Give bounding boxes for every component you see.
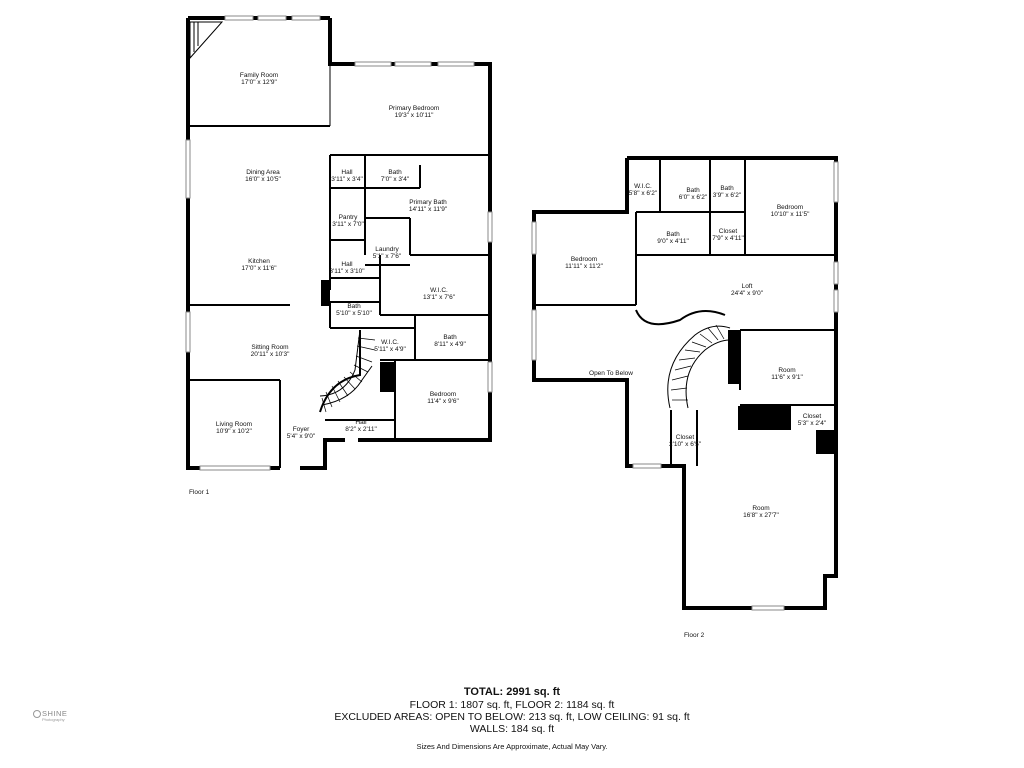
room-label: W.I.C. <box>634 183 652 190</box>
room-label: Closet <box>719 228 738 235</box>
total-area: TOTAL: 2991 sq. ft <box>463 686 561 698</box>
excluded-areas: EXCLUDED AREAS: OPEN TO BELOW: 213 sq. f… <box>334 711 690 723</box>
room-label: Living Room <box>216 421 252 428</box>
floor-1-windows <box>185 15 493 471</box>
room-label: Bedroom <box>571 256 597 263</box>
floor-1-curved-staircase <box>319 329 376 413</box>
room-dims: 10'9" x 10'2" <box>216 428 252 435</box>
room-dims: 7'9" x 4'11" <box>712 235 744 242</box>
room-label: Closet <box>676 434 695 441</box>
floor-1-room-labels: Family Room 17'0" x 12'9" Primary Bedroo… <box>216 72 467 440</box>
room-dims: 8'2" x 2'11" <box>345 426 377 433</box>
room-dims: 11'11" x 11'2" <box>565 263 604 270</box>
room-dims: 24'4" x 9'0" <box>731 290 764 297</box>
room-label: Bedroom <box>777 204 803 211</box>
room-label: Laundry <box>375 246 399 253</box>
room-dims: 3'9" x 6'2" <box>713 192 742 199</box>
room-dims: 7'0" x 3'4" <box>381 176 410 183</box>
room-dims: 11'4" x 9'6" <box>427 398 459 405</box>
walls-area: WALLS: 184 sq. ft <box>469 723 555 735</box>
room-label: Kitchen <box>248 258 270 265</box>
room-label: Foyer <box>293 426 310 433</box>
room-label: Primary Bath <box>409 199 447 206</box>
room-label: Bath <box>666 231 680 238</box>
room-dims: 2'10" x 6'5" <box>669 441 702 448</box>
floor-2-label: Floor 2 <box>684 632 705 639</box>
room-label: Bath <box>388 169 402 176</box>
room-dims: 6'0" x 6'2" <box>679 194 708 201</box>
room-dims: 16'8" x 27'7" <box>743 512 779 519</box>
room-label: Sitting Room <box>251 344 288 351</box>
room-label: Family Room <box>240 72 278 79</box>
room-dims: 8'11" x 4'9" <box>434 341 466 348</box>
room-label: Loft <box>742 283 753 290</box>
room-label: Bath <box>443 334 457 341</box>
room-dims: 20'11" x 10'3" <box>251 351 290 358</box>
room-dims: 5'3" x 2'4" <box>798 420 827 427</box>
room-label: W.I.C. <box>430 287 448 294</box>
room-dims: 17'0" x 11'6" <box>241 265 277 272</box>
room-dims: 5'8" x 6'2" <box>629 190 658 197</box>
room-dims: 9'0" x 4'11" <box>657 238 689 245</box>
room-label: W.I.C. <box>381 339 399 346</box>
room-label: Primary Bedroom <box>389 105 440 112</box>
family-room-corner-bay <box>189 21 224 60</box>
floor-2-curved-staircase <box>635 309 731 409</box>
room-dims: 14'11" x 11'9" <box>409 206 448 213</box>
room-label: Bath <box>720 185 734 192</box>
floor-1-label: Floor 1 <box>189 489 210 496</box>
room-label: Hall <box>341 169 353 176</box>
room-label: Dining Area <box>246 169 280 176</box>
room-dims: 5'4" x 9'0" <box>287 433 316 440</box>
logo-tagline: Photography <box>42 717 65 722</box>
room-dims: 13'1" x 7'6" <box>423 294 456 301</box>
floor-2-windows <box>531 161 839 611</box>
room-label: Room <box>752 505 769 512</box>
disclaimer: Sizes And Dimensions Are Approximate, Ac… <box>416 742 608 751</box>
shine-logo: SHINE Photography <box>33 708 83 724</box>
room-dims: 11'6" x 9'1" <box>771 374 803 381</box>
floor-areas: FLOOR 1: 1807 sq. ft, FLOOR 2: 1184 sq. … <box>409 699 615 711</box>
floor-2-stair-opening-block <box>738 406 790 430</box>
room-dims: 10'10" x 11'5" <box>771 211 810 218</box>
floor-2-exterior-walls <box>532 156 838 610</box>
floor-2-chimney-block <box>816 430 836 454</box>
room-label: Hall <box>341 261 353 268</box>
room-label: Pantry <box>339 214 359 221</box>
room-dims: 3'11" x 3'4" <box>331 176 363 183</box>
room-label: Bedroom <box>430 391 456 398</box>
room-dims: 3'11" x 3'10" <box>329 268 365 275</box>
room-dims: 16'0" x 10'5" <box>245 176 281 183</box>
room-label: Open To Below <box>589 370 633 377</box>
logo-name: SHINE <box>42 709 68 718</box>
floor-2-room-labels: W.I.C. 5'8" x 6'2" Bath 6'0" x 6'2" Bath… <box>565 183 827 519</box>
room-dims: 3'11" x 7'0" <box>332 221 364 228</box>
room-label: Room <box>778 367 795 374</box>
room-label: Bath <box>686 187 700 194</box>
room-dims: 5'11" x 4'9" <box>374 346 406 353</box>
logo-circle-icon <box>33 710 41 718</box>
room-label: Closet <box>803 413 822 420</box>
floor-2-stair-wall-block <box>728 330 740 384</box>
room-dims: 19'3" x 10'11" <box>395 112 434 119</box>
room-label: Bath <box>347 303 361 310</box>
floor-1-interior-walls <box>190 64 490 468</box>
room-dims: 17'0" x 12'9" <box>241 79 277 86</box>
floor-2-plan: W.I.C. 5'8" x 6'2" Bath 6'0" x 6'2" Bath… <box>531 156 839 639</box>
room-dims: 5'10" x 5'10" <box>336 310 372 317</box>
room-dims: 5'1" x 7'6" <box>373 253 402 260</box>
floor-1-stair-block <box>380 362 394 392</box>
floor-1-plan: Family Room 17'0" x 12'9" Primary Bedroo… <box>185 15 493 496</box>
floor-1-fireplace-block <box>321 280 330 306</box>
room-label: Hall <box>355 419 367 426</box>
